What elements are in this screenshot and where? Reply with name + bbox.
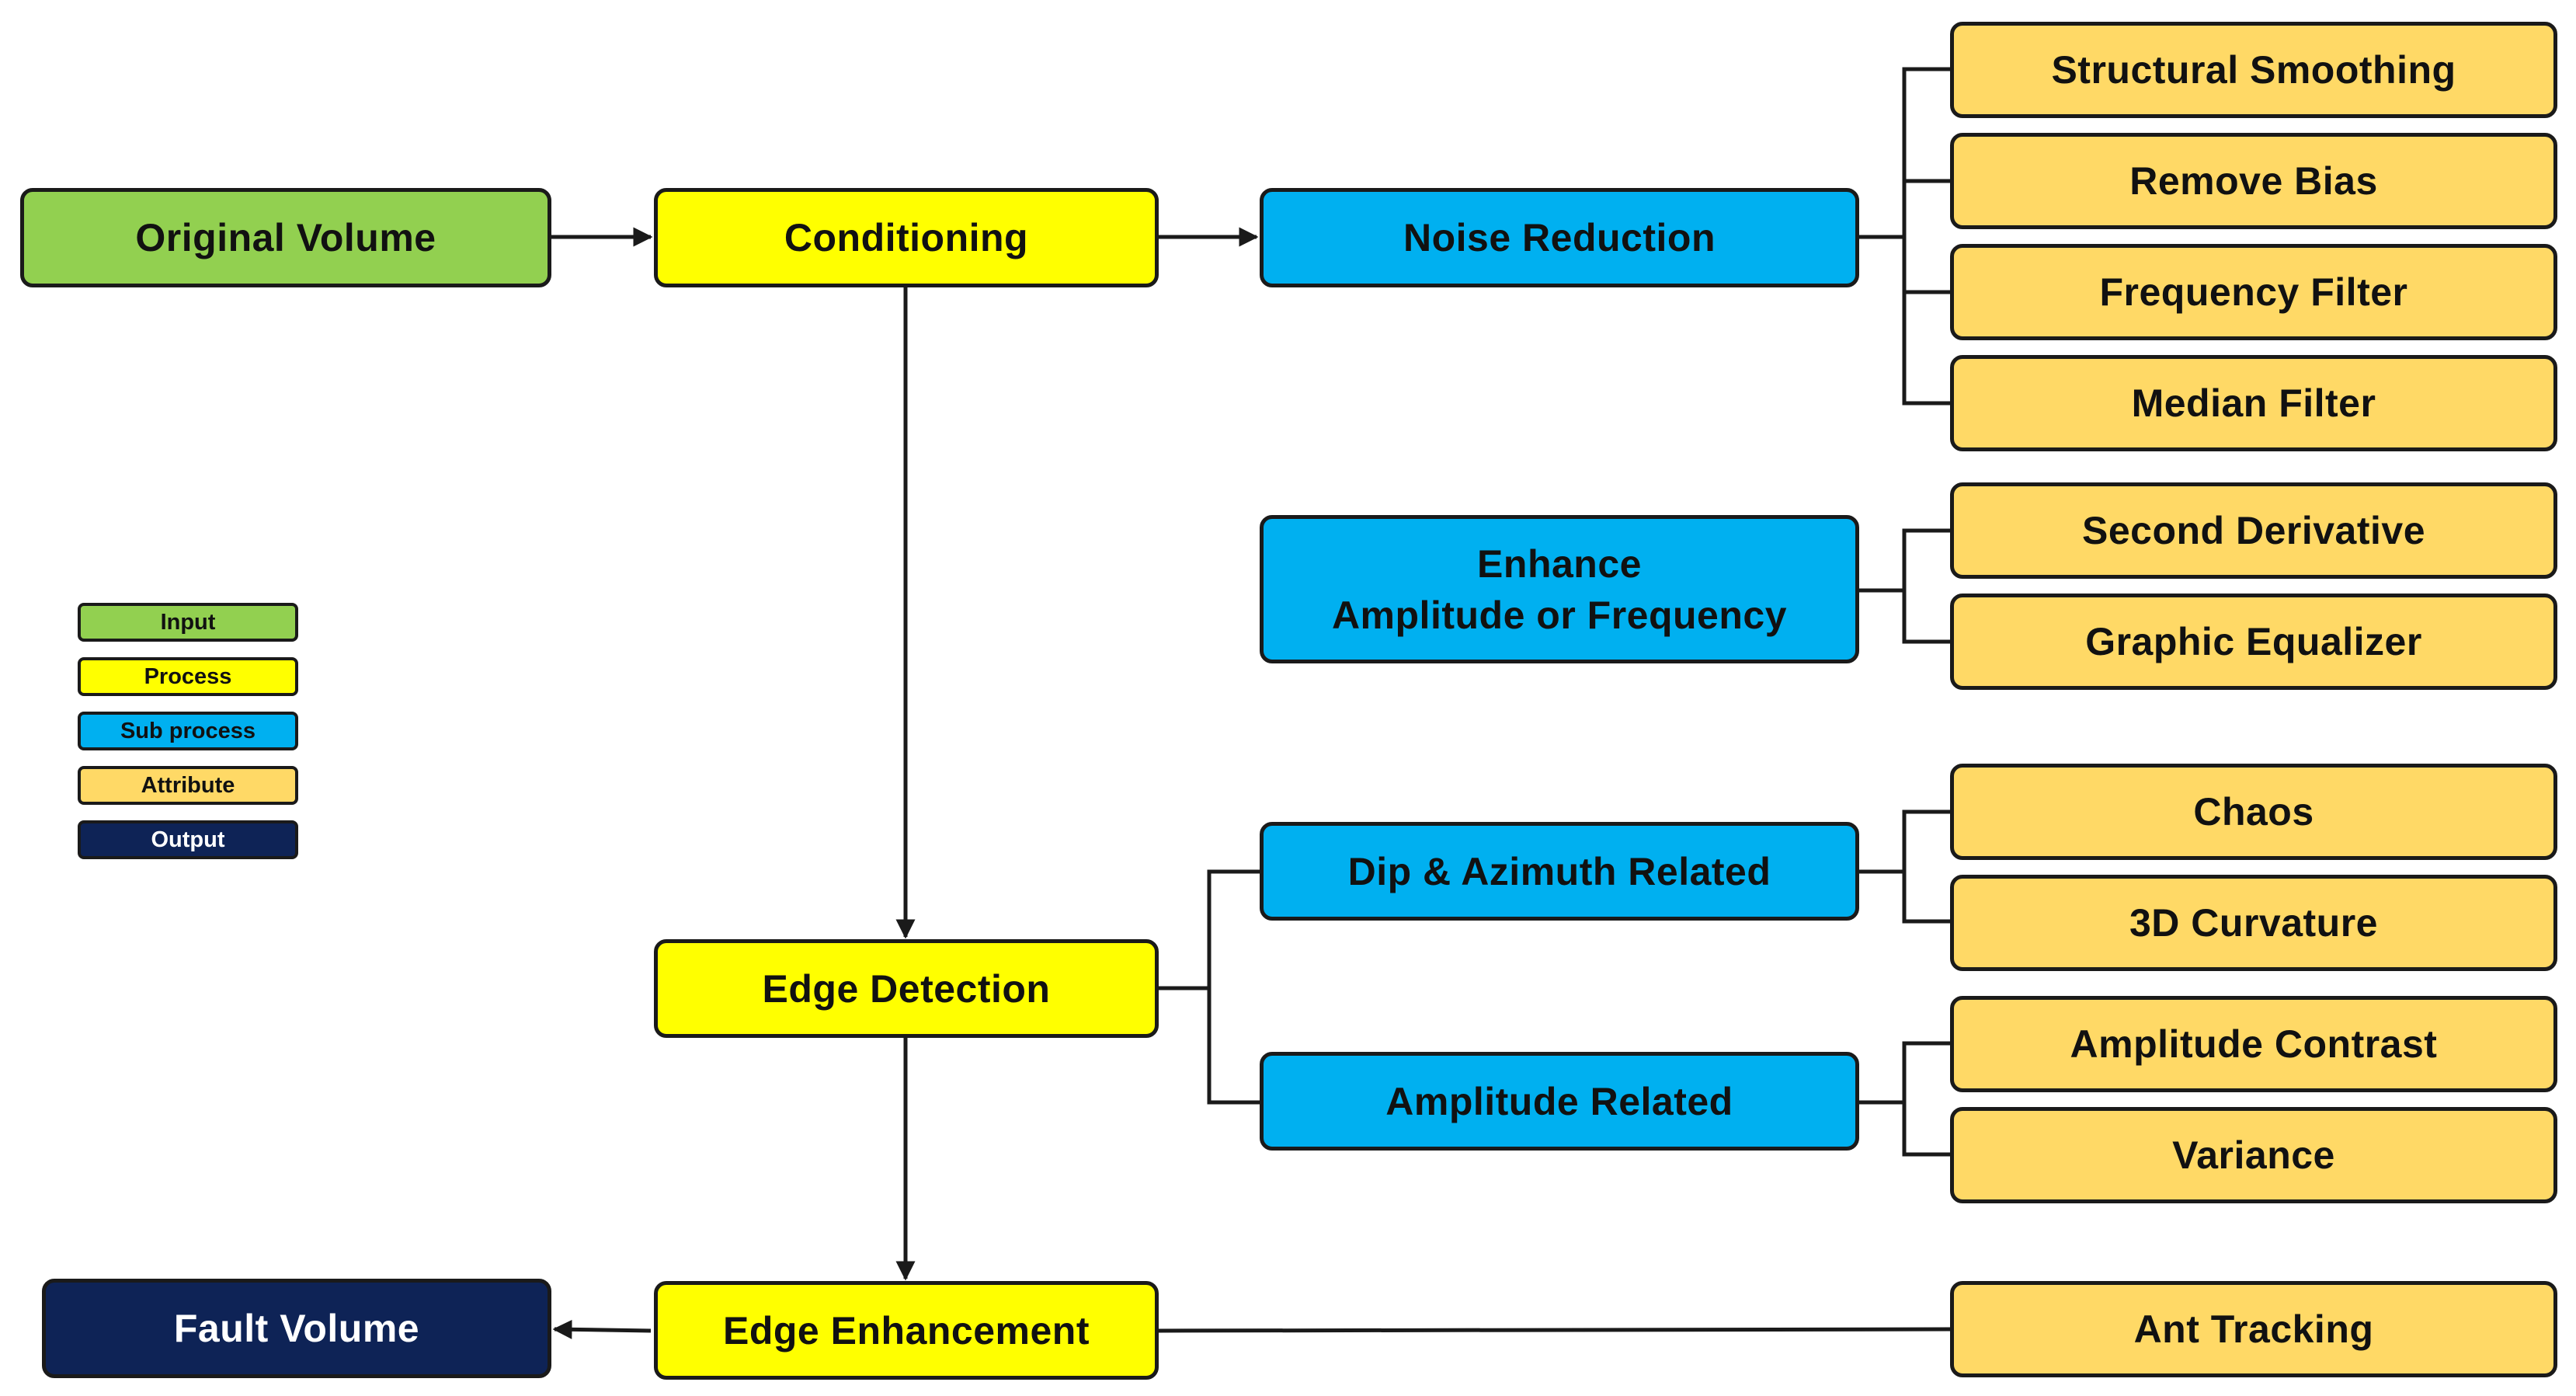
frequency-filter-node: Frequency Filter [1950,244,2557,340]
legend-input: Input [78,603,298,642]
fault-volume-node: Fault Volume [42,1279,551,1378]
original-volume-node: Original Volume [20,188,551,287]
dip-azimuth-related-node: Dip & Azimuth Related [1260,822,1859,921]
conditioning-node: Conditioning [654,188,1159,287]
chaos-node: Chaos [1950,764,2557,860]
legend-process: Process [78,657,298,696]
enhance-line-2: Amplitude or Frequency [1331,593,1788,637]
variance-node: Variance [1950,1107,2557,1203]
second-derivative-node: Second Derivative [1950,482,2557,579]
amplitude-contrast-node: Amplitude Contrast [1950,996,2557,1092]
noise-reduction-node: Noise Reduction [1260,188,1859,287]
graphic-equalizer-node: Graphic Equalizer [1950,594,2557,690]
edge-detection-node: Edge Detection [654,939,1159,1038]
amplitude-related-node: Amplitude Related [1260,1052,1859,1151]
edge-enhancement-node: Edge Enhancement [654,1281,1159,1380]
arrow-enhancement-to-fault [552,1319,652,1339]
3d-curvature-node: 3D Curvature [1950,875,2557,971]
remove-bias-node: Remove Bias [1950,133,2557,229]
ant-tracking-node: Ant Tracking [1950,1281,2557,1377]
enhance-line-1: Enhance [1477,541,1642,586]
legend-attribute: Attribute [78,766,298,805]
structural-smoothing-node: Structural Smoothing [1950,22,2557,118]
legend-sub-process: Sub process [78,712,298,750]
line-ant-tracking [1158,1327,1951,1333]
legend-output: Output [78,820,298,859]
median-filter-node: Median Filter [1950,355,2557,451]
enhance-amplitude-frequency-node: Enhance Amplitude or Frequency [1260,515,1859,663]
